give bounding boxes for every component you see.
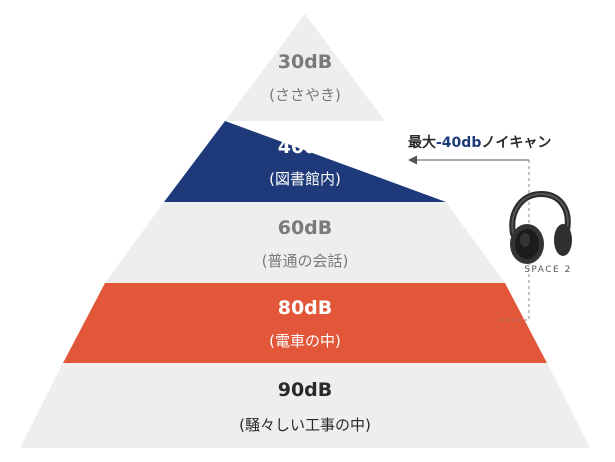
headphones-icon: [509, 190, 572, 264]
callout-suffix: ノイキャン: [481, 135, 551, 151]
pyramid-band-80db: [63, 283, 547, 363]
pyramid-band-60db: [105, 202, 505, 283]
callout-value: -40db: [436, 135, 481, 151]
product-label: SPACE 2: [524, 265, 572, 275]
level-30db-desc: (ささやき): [269, 86, 341, 104]
level-60db-desc: (普通の会話): [262, 252, 349, 270]
level-90db-value: 90dB: [278, 379, 333, 401]
level-30db-value: 30dB: [278, 51, 333, 73]
pyramid-band-30db: [225, 14, 385, 121]
arrow-left-icon: [408, 155, 417, 165]
level-60db-value: 60dB: [278, 217, 333, 239]
callout-prefix: 最大: [408, 134, 436, 151]
noise-cancel-callout: 最大-40dbノイキャン: [408, 134, 551, 151]
level-90db-desc: (騒々しい工事の中): [239, 416, 371, 434]
level-80db-desc: (電車の中): [269, 332, 341, 350]
level-40db-desc: (図書館内): [269, 170, 341, 188]
level-40db-value: 40dB: [278, 136, 333, 158]
level-80db-value: 80dB: [278, 297, 333, 319]
pyramid-band-40db: [164, 121, 446, 202]
pyramid-band-90db: [20, 363, 590, 448]
